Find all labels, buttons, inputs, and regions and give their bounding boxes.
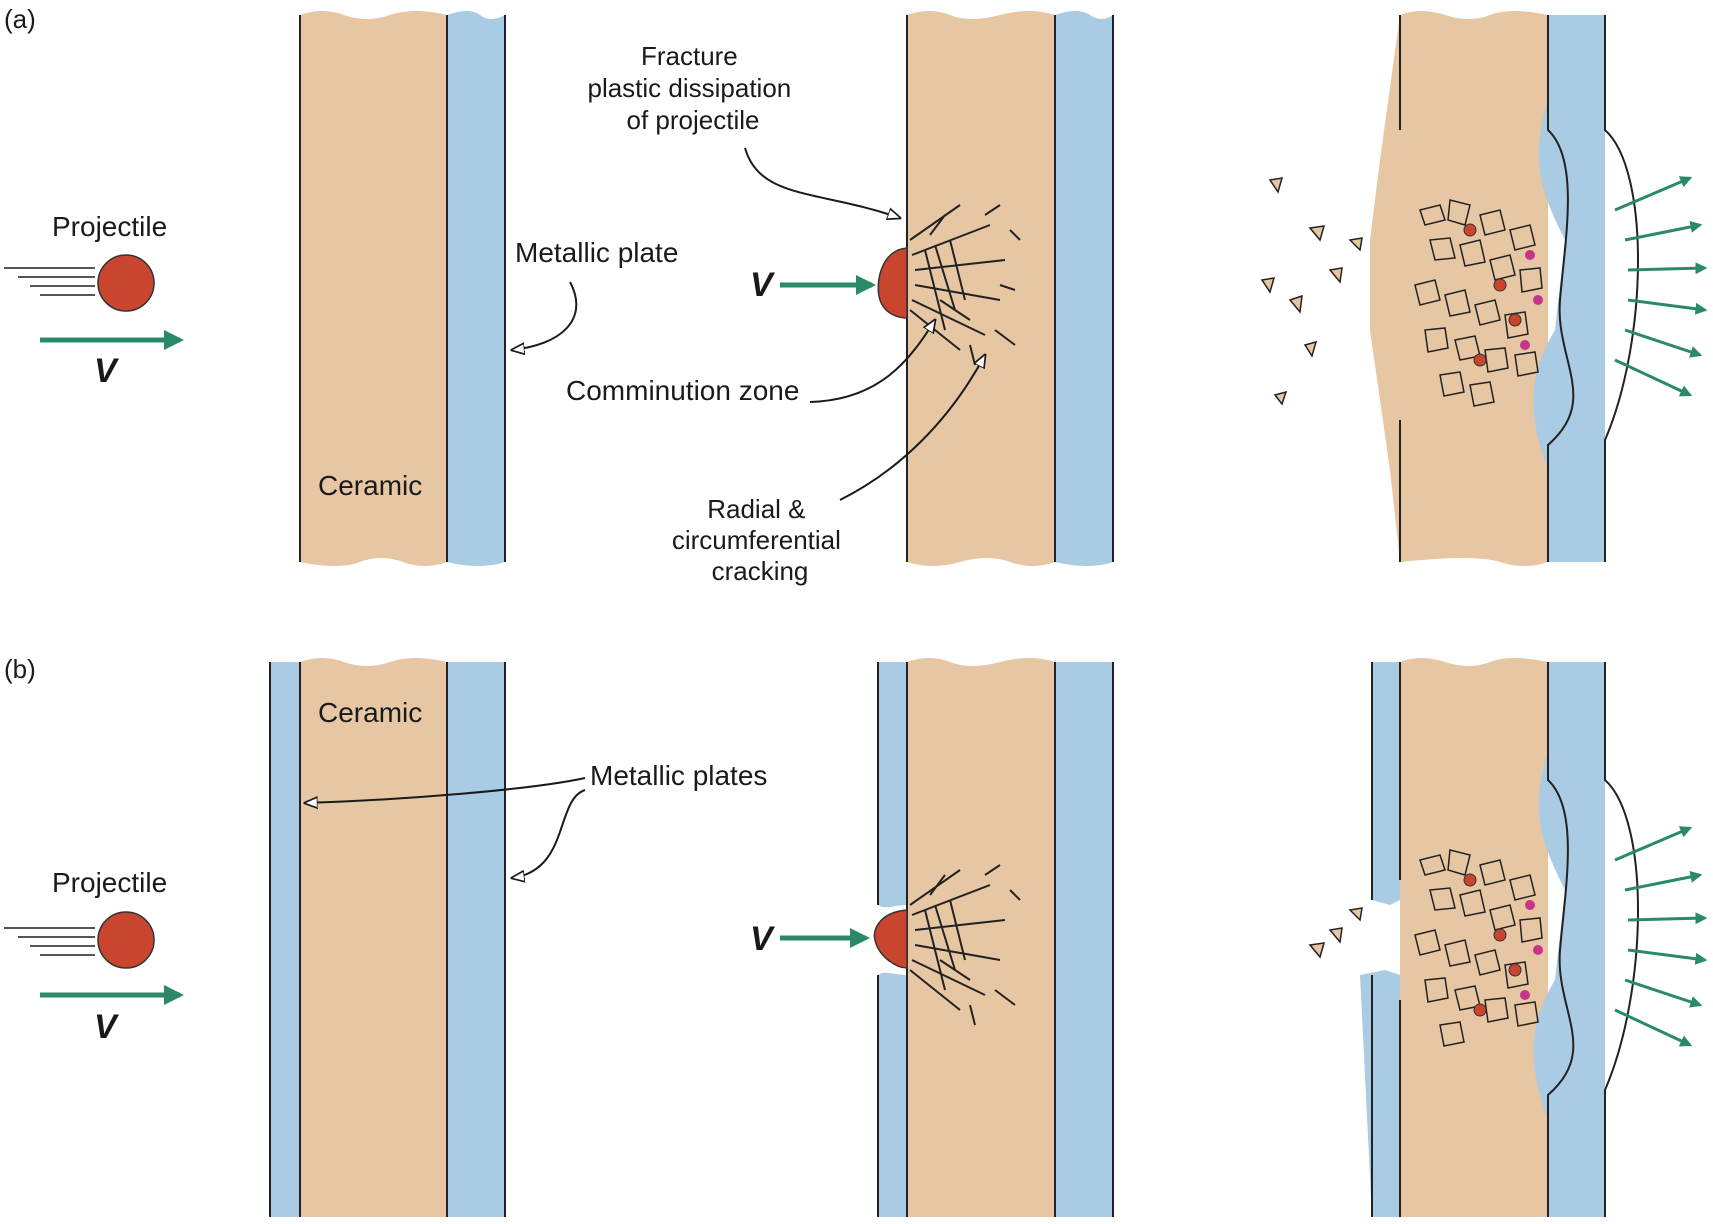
- comminution-zone: [909, 204, 1021, 366]
- velocity-label: V: [750, 266, 776, 304]
- comminution-zone: [909, 864, 1021, 1026]
- panel-a-plate-impact: V Fracture plastic dissipation of projec…: [566, 11, 1114, 586]
- front-plate-leader: [305, 777, 586, 803]
- cracking-label: Radial & circumferential cracking: [672, 494, 848, 586]
- exit-arrows: [1614, 826, 1708, 1047]
- metallic-plate-leader: [512, 281, 578, 350]
- panel-b-tag: (b): [4, 654, 36, 684]
- metallic-plates-label: Metallic plates: [590, 760, 767, 791]
- comminution-label: Comminution zone: [566, 375, 799, 406]
- panel-a-projectile: Projectile V: [4, 211, 184, 390]
- comminution-leader: [809, 320, 935, 403]
- projectile-label: Projectile: [52, 867, 167, 898]
- panel-b-projectile: Projectile V: [4, 867, 184, 1046]
- panel-a-plate-intact: Ceramic Metallic plate: [299, 11, 678, 566]
- fragment-dots: [1463, 873, 1543, 1017]
- metal-backing-plate: [447, 11, 505, 566]
- ceramic-layer: [300, 658, 447, 1217]
- ceramic-label: Ceramic: [318, 697, 422, 728]
- back-metal-plate: [447, 662, 505, 1217]
- fragment-cloud: [1260, 177, 1543, 407]
- deformed-projectile: [873, 909, 908, 969]
- exit-arrows: [1614, 176, 1708, 397]
- fracture-leader: [744, 147, 900, 218]
- velocity-label: V: [750, 920, 776, 958]
- fracture-label: Fracture plastic dissipation of projecti…: [587, 41, 798, 135]
- fragment-dots: [1463, 223, 1543, 367]
- metallic-plate-label: Metallic plate: [515, 237, 678, 268]
- cracking-leader: [839, 355, 985, 501]
- front-metal-plate: [270, 662, 300, 1217]
- panel-a: (a) Projectile V Ceramic Metallic plate: [4, 4, 1708, 586]
- fragment-cloud: [1308, 849, 1543, 1047]
- projectile-ball: [97, 911, 155, 969]
- panel-b: (b) Projectile V Ceramic Metallic plates: [4, 654, 1708, 1217]
- panel-a-plate-perforation: [1260, 11, 1708, 566]
- projectile-label: Projectile: [52, 211, 167, 242]
- back-plate-leader: [512, 789, 586, 878]
- velocity-label: V: [94, 1008, 120, 1046]
- panel-b-plate-perforation: [1308, 658, 1708, 1217]
- projectile-ball: [97, 254, 155, 312]
- panel-b-plate-intact: Ceramic Metallic plates: [269, 658, 767, 1217]
- panel-b-plate-impact: V: [750, 658, 1114, 1217]
- ceramic-label: Ceramic: [318, 470, 422, 501]
- velocity-label: V: [94, 352, 120, 390]
- ceramic-layer: [300, 11, 447, 566]
- panel-a-tag: (a): [4, 4, 36, 34]
- deformed-projectile: [877, 247, 908, 319]
